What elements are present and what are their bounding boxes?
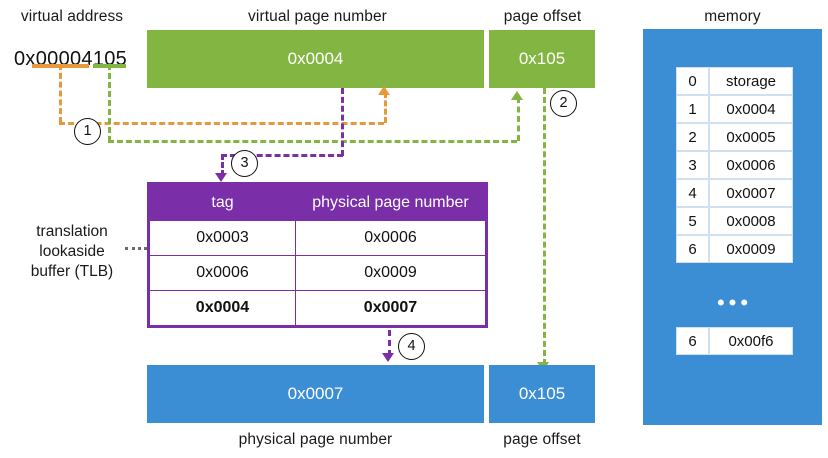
tlb-cell-ppn: 0x0007 xyxy=(295,290,486,326)
tlb-leader-dotted-line xyxy=(125,247,147,250)
green-offset-drop-line xyxy=(543,88,546,365)
list-item: 0 storage xyxy=(676,67,793,95)
table-row: 0x0006 0x0009 xyxy=(149,255,486,291)
memory-value: 0x0007 xyxy=(709,179,793,207)
memory-ellipsis: ••• xyxy=(716,290,753,315)
list-item: 5 0x0008 xyxy=(676,207,793,235)
list-item: 3 0x0006 xyxy=(676,151,793,179)
tlb-header-ppn: physical page number xyxy=(295,184,486,221)
memory-title: memory xyxy=(704,8,761,25)
step-1-badge: 1 xyxy=(74,118,101,145)
tlb-header-row: tag physical page number xyxy=(149,184,486,221)
virtual-page-number-value: 0x0004 xyxy=(287,49,344,68)
purple-path-vertical-to-tlb xyxy=(221,154,224,176)
tlb-cell-tag: 0x0006 xyxy=(149,255,296,291)
step-3-badge: 3 xyxy=(231,150,258,177)
memory-table: 0 storage 1 0x0004 2 0x0005 3 0x0006 4 0… xyxy=(676,67,793,263)
orange-path-vertical-down xyxy=(59,64,62,123)
purple-path-horizontal xyxy=(221,154,343,157)
memory-index: 3 xyxy=(676,151,709,179)
tlb-cell-tag: 0x0003 xyxy=(149,220,296,256)
virtual-address-title: virtual address xyxy=(20,8,124,25)
memory-index: 6 xyxy=(676,327,709,355)
tlb-cell-tag: 0x0004 xyxy=(149,290,296,326)
physical-page-number-field xyxy=(147,365,484,423)
list-item: 2 0x0005 xyxy=(676,123,793,151)
orange-path-horizontal xyxy=(59,122,384,125)
step-2-badge: 2 xyxy=(550,90,577,117)
green-path-horizontal xyxy=(108,140,517,143)
memory-value: 0x0006 xyxy=(709,151,793,179)
tlb-side-label: translation lookaside buffer (TLB) xyxy=(30,223,114,280)
memory-value: storage xyxy=(709,67,793,95)
tlb-table: tag physical page number 0x0003 0x0006 0… xyxy=(147,182,488,328)
memory-index: 5 xyxy=(676,207,709,235)
orange-arrow-up-icon xyxy=(378,86,390,95)
step-4-badge: 4 xyxy=(398,333,425,360)
virtual-page-number-title: virtual page number xyxy=(248,8,387,25)
page-offset-title: page offset xyxy=(503,8,582,25)
list-item: 1 0x0004 xyxy=(676,95,793,123)
memory-value: 0x0005 xyxy=(709,123,793,151)
memory-index: 4 xyxy=(676,179,709,207)
virtual-page-offset-value: 0x105 xyxy=(518,49,566,68)
tlb-header-tag: tag xyxy=(149,184,296,221)
purple-path-vertical-from-vpn xyxy=(341,88,344,156)
physical-page-number-caption: physical page number xyxy=(238,431,393,448)
table-row: 0x0003 0x0006 xyxy=(149,220,486,256)
green-arrow-up-icon xyxy=(511,91,523,100)
memory-index: 1 xyxy=(676,95,709,123)
memory-value: 0x00f6 xyxy=(709,327,793,355)
memory-index: 0 xyxy=(676,67,709,95)
purple-path-tlb-to-ppn xyxy=(388,320,391,356)
memory-value: 0x0008 xyxy=(709,207,793,235)
list-item: 6 0x0009 xyxy=(676,235,793,263)
memory-index: 6 xyxy=(676,235,709,263)
physical-page-offset-field xyxy=(489,365,595,423)
virtual-page-number-field xyxy=(147,30,484,88)
page-offset-caption: page offset xyxy=(503,431,581,448)
green-path-vertical-up xyxy=(517,97,520,141)
orange-path-vertical-up xyxy=(384,92,387,123)
tlb-cell-ppn: 0x0009 xyxy=(295,255,486,291)
memory-value: 0x0004 xyxy=(709,95,793,123)
purple-arrow-down-ppn-icon xyxy=(382,353,394,362)
list-item: 6 0x00f6 xyxy=(676,327,793,355)
tlb-cell-ppn: 0x0006 xyxy=(295,220,486,256)
memory-index: 2 xyxy=(676,123,709,151)
table-row-hit: 0x0004 0x0007 xyxy=(149,290,486,326)
purple-arrow-down-tlb-icon xyxy=(215,173,227,182)
green-path-vertical-down xyxy=(108,64,111,142)
memory-value: 0x0009 xyxy=(709,235,793,263)
list-item: 4 0x0007 xyxy=(676,179,793,207)
physical-page-number-value: 0x0007 xyxy=(287,384,344,403)
memory-last-row-table: 6 0x00f6 xyxy=(676,327,793,355)
virtual-page-offset-field xyxy=(489,30,595,88)
physical-page-offset-value: 0x105 xyxy=(518,384,566,403)
